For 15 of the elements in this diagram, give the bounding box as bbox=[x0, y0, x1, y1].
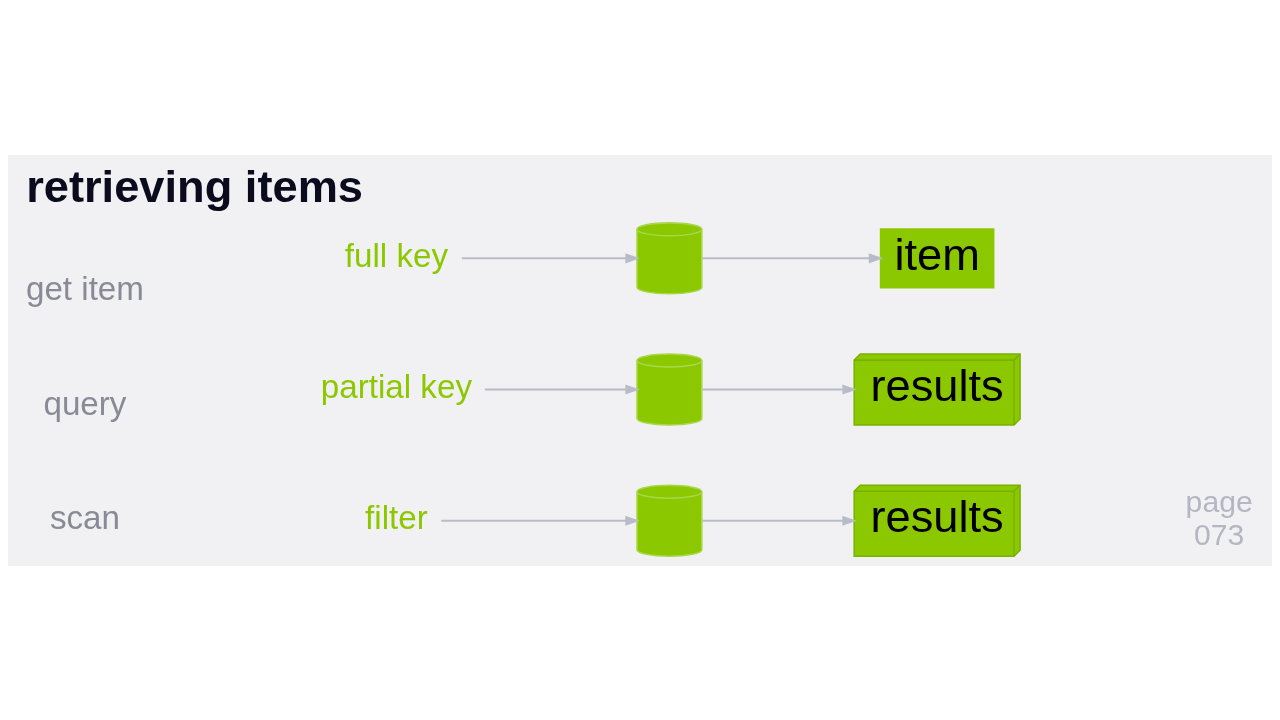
label: query bbox=[43, 384, 127, 422]
label: page 073 bbox=[1185, 484, 1253, 551]
arrow bbox=[440, 515, 640, 526]
node-text: full key bbox=[344, 236, 449, 274]
diagram-title: retrieving items bbox=[26, 160, 364, 212]
arrow bbox=[701, 252, 884, 263]
arrow bbox=[460, 252, 640, 263]
label: scan bbox=[49, 498, 120, 536]
node-box: item bbox=[879, 227, 995, 288]
arrow bbox=[701, 383, 857, 395]
node-text: filter bbox=[365, 498, 428, 536]
node-text: partial key bbox=[320, 367, 473, 405]
arrow bbox=[483, 383, 640, 395]
arrow bbox=[701, 515, 857, 526]
label: get item bbox=[25, 269, 144, 307]
